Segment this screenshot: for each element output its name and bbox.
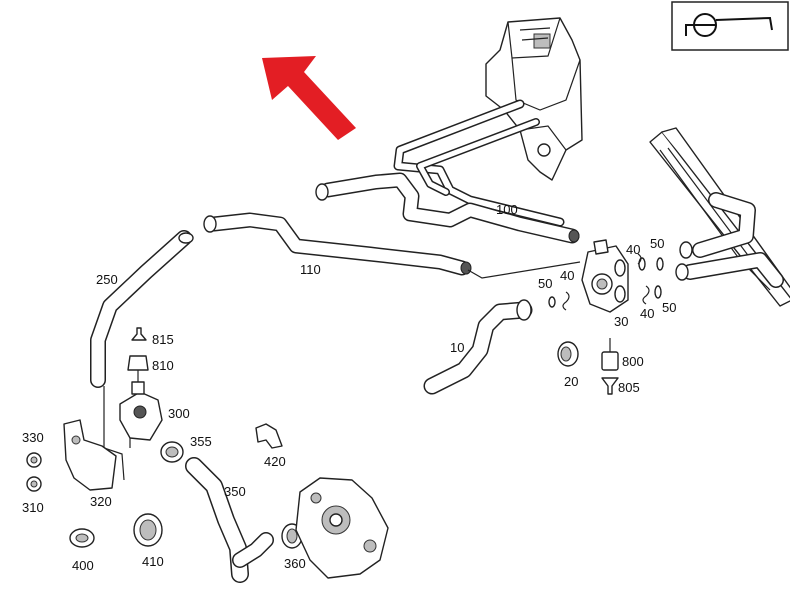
cap-805 bbox=[601, 377, 619, 395]
hose-100 bbox=[315, 172, 580, 244]
hose-350 bbox=[185, 457, 274, 583]
label-400: 400 bbox=[72, 558, 94, 573]
label-410: 410 bbox=[142, 554, 164, 569]
label-805: 805 bbox=[618, 380, 640, 395]
label-810: 810 bbox=[152, 358, 174, 373]
label-355: 355 bbox=[190, 434, 212, 449]
red-arrow-icon bbox=[262, 56, 356, 140]
label-10: 10 bbox=[450, 340, 464, 355]
pump-300 bbox=[119, 370, 163, 441]
steering-wheel-symbol-icon bbox=[685, 13, 773, 37]
bracket-420 bbox=[255, 423, 283, 449]
hose-110 bbox=[203, 212, 581, 279]
cap-815 bbox=[131, 327, 147, 341]
pump-housing bbox=[295, 477, 389, 579]
label-30: 30 bbox=[614, 314, 628, 329]
bracket-320 bbox=[63, 419, 117, 491]
seal-ring-20 bbox=[557, 341, 579, 367]
label-250: 250 bbox=[96, 272, 118, 287]
label-300: 300 bbox=[168, 406, 190, 421]
label-110: 110 bbox=[300, 262, 321, 277]
label-20: 20 bbox=[564, 374, 578, 389]
label-50-top: 50 bbox=[650, 236, 664, 251]
label-50-bottom: 50 bbox=[662, 300, 676, 315]
label-100: 100 bbox=[496, 202, 518, 217]
label-350: 350 bbox=[224, 484, 246, 499]
label-330: 330 bbox=[22, 430, 44, 445]
label-310: 310 bbox=[22, 500, 44, 515]
hose-250 bbox=[90, 230, 194, 481]
nut-310 bbox=[26, 476, 42, 492]
label-360: 360 bbox=[284, 556, 306, 571]
tank-pipes bbox=[393, 99, 565, 227]
label-800: 800 bbox=[622, 354, 644, 369]
clamp-410 bbox=[133, 513, 163, 547]
connector-810 bbox=[127, 355, 149, 371]
label-40-left: 40 bbox=[560, 268, 574, 283]
label-40-top: 40 bbox=[626, 242, 640, 257]
label-320: 320 bbox=[90, 494, 112, 509]
connector-800 bbox=[601, 338, 619, 371]
part-labels: 100 110 250 815 810 300 355 420 350 330 … bbox=[22, 202, 676, 573]
corner-symbol-box bbox=[671, 1, 789, 51]
label-420: 420 bbox=[264, 454, 286, 469]
clamp-400 bbox=[69, 528, 95, 548]
expansion-tank bbox=[485, 17, 583, 181]
hose-10 bbox=[423, 299, 533, 395]
seals-and-clips bbox=[548, 253, 664, 311]
nut-330 bbox=[26, 452, 42, 468]
label-50-left: 50 bbox=[538, 276, 552, 291]
heater-core bbox=[649, 127, 790, 307]
label-815: 815 bbox=[152, 332, 174, 347]
label-40-bottom: 40 bbox=[640, 306, 654, 321]
water-valve-30 bbox=[581, 239, 629, 313]
clamp-355 bbox=[160, 441, 184, 463]
